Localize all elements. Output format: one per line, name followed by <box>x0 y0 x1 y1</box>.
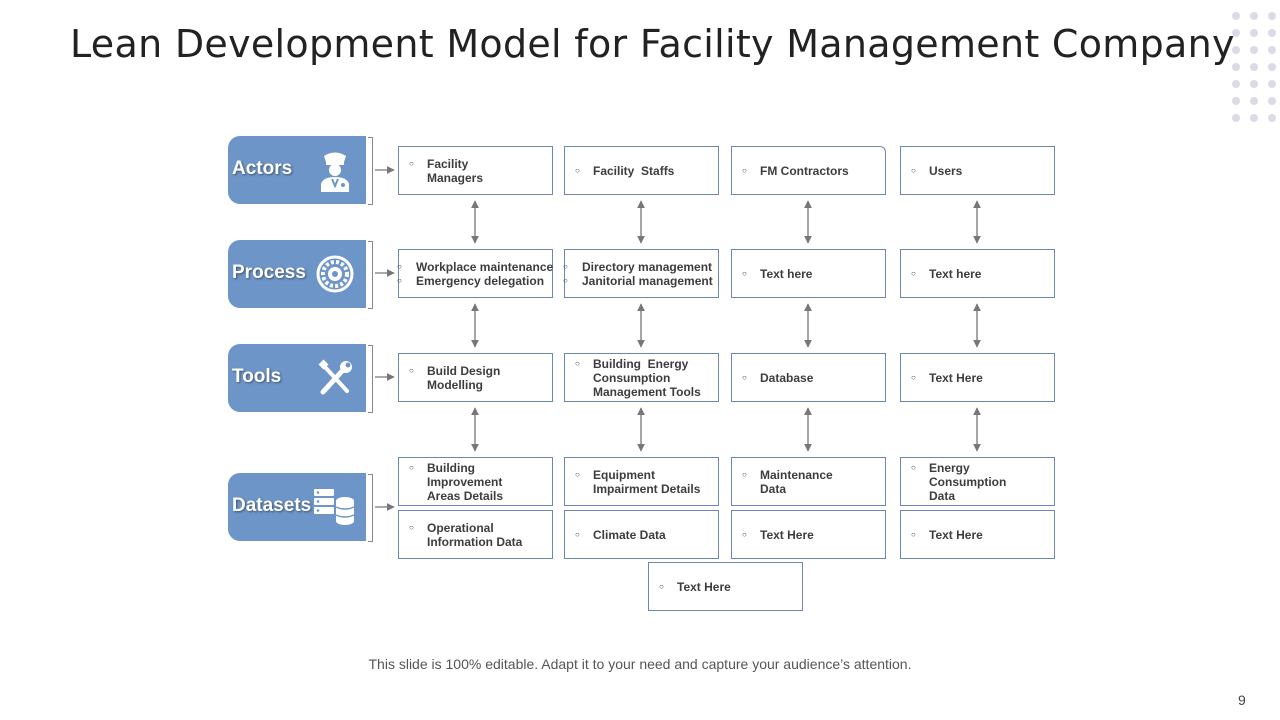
box-datasets-equipment: Equipment Impairment Details <box>564 457 719 506</box>
category-datasets: Datasets <box>228 473 373 542</box>
list-item: Facility Staffs <box>565 164 718 178</box>
list-item: Text Here <box>649 580 802 594</box>
list-item: Facility Managers <box>399 157 492 185</box>
police-officer-icon <box>321 152 349 192</box>
category-process: Process <box>228 240 373 309</box>
box-tools-text: Text Here <box>900 353 1055 402</box>
list-item: Building Energy Consumption Management T… <box>565 357 708 399</box>
gear-circle-icon <box>316 255 354 293</box>
box-actors-facility-staffs: Facility Staffs <box>564 146 719 195</box>
category-actors: Actors <box>228 136 373 205</box>
box-process-directory: Directory managementJanitorial managemen… <box>563 249 719 298</box>
list-item: Workplace maintenance <box>397 260 553 274</box>
box-tools-build-design: Build Design Modelling <box>398 353 553 402</box>
box-datasets-maintenance: Maintenance Data <box>731 457 886 506</box>
list-item: Energy Consumption Data <box>901 461 1006 503</box>
footer-note: This slide is 100% editable. Adapt it to… <box>368 656 912 672</box>
box-tools-database: Database <box>731 353 886 402</box>
database-server-icon <box>314 489 355 525</box>
list-item: Text Here <box>732 528 885 542</box>
box-datasets-improvement: Building Improvement Areas Details <box>398 457 553 506</box>
slide-title: Lean Development Model for Facility Mana… <box>70 22 1235 66</box>
box-datasets-operational: Operational Information Data <box>398 510 553 559</box>
box-datasets-text-1: Text Here <box>731 510 886 559</box>
list-item: Operational Information Data <box>399 521 532 549</box>
category-label: Actors <box>232 158 293 179</box>
list-item: FM Contractors <box>732 164 885 178</box>
list-item: Text Here <box>901 528 1054 542</box>
list-item: Users <box>901 164 1054 178</box>
wrench-screwdriver-icon <box>318 359 352 395</box>
list-item: Text here <box>901 267 1054 281</box>
list-item: Database <box>732 371 885 385</box>
list-item: Janitorial management <box>563 274 718 288</box>
box-datasets-extra: Text Here <box>648 562 803 611</box>
list-item: Text Here <box>901 371 1054 385</box>
box-datasets-energy: Energy Consumption Data <box>900 457 1055 506</box>
box-tools-energy-tools: Building Energy Consumption Management T… <box>564 353 719 402</box>
list-item: Build Design Modelling <box>399 364 512 392</box>
box-actors-fm-contractors: FM Contractors <box>731 146 886 195</box>
list-item: Building Improvement Areas Details <box>399 461 512 503</box>
box-datasets-text-2: Text Here <box>900 510 1055 559</box>
list-item: Emergency delegation <box>397 274 552 288</box>
category-label: Tools <box>232 366 282 387</box>
box-process-text-1: Text here <box>731 249 886 298</box>
box-process-text-2: Text here <box>900 249 1055 298</box>
category-label: Datasets <box>232 495 312 516</box>
list-item: Maintenance Data <box>732 468 845 496</box>
box-datasets-climate: Climate Data <box>564 510 719 559</box>
list-item: Text here <box>732 267 885 281</box>
list-item: Directory management <box>563 260 718 274</box>
box-actors-users: Users <box>900 146 1055 195</box>
page-number: 9 <box>1238 692 1246 708</box>
decorative-dot-grid <box>1232 12 1276 124</box>
category-label: Process <box>232 262 306 283</box>
category-tools: Tools <box>228 344 373 413</box>
box-process-workplace: Workplace maintenanceEmergency delegatio… <box>397 249 553 298</box>
list-item: Equipment Impairment Details <box>565 468 708 496</box>
list-item: Climate Data <box>565 528 718 542</box>
box-actors-facility-managers: Facility Managers <box>398 146 553 195</box>
